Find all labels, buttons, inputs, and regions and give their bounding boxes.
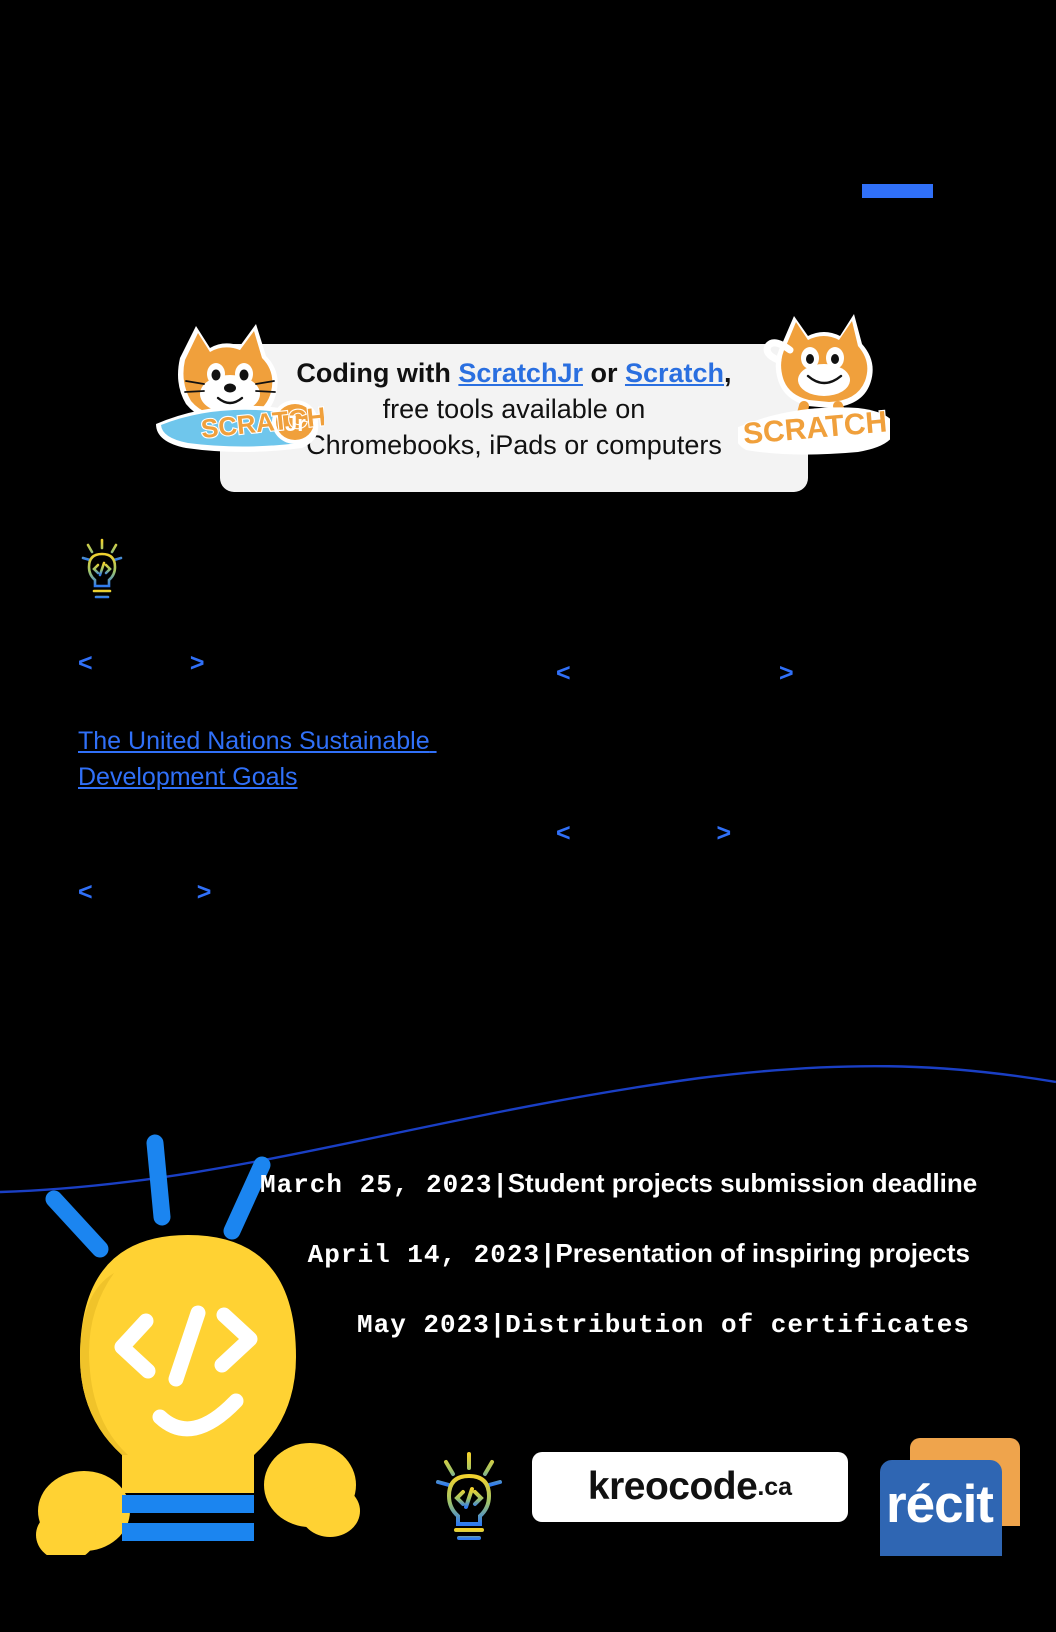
mascot-face bbox=[114, 1305, 258, 1437]
mascot-base bbox=[122, 1495, 254, 1541]
recit-wordmark: récit bbox=[886, 1475, 994, 1534]
date-row: March 25, 2023|Student projects submissi… bbox=[260, 1168, 977, 1200]
date-what: Distribution of certificates bbox=[505, 1310, 970, 1340]
date-row: April 14, 2023|Presentation of inspiring… bbox=[260, 1238, 970, 1270]
recit-blue-shape bbox=[880, 1460, 1002, 1556]
link-scratchjr[interactable]: ScratchJr bbox=[458, 358, 583, 388]
kreocode-logo[interactable]: kreocode.ca bbox=[532, 1452, 848, 1522]
body-paragraph-d: < > bbox=[556, 819, 732, 847]
scratch-sticker: SCRATCH bbox=[738, 306, 890, 458]
card-line1-tail: , bbox=[724, 358, 732, 388]
date-separator: | bbox=[496, 1168, 504, 1198]
svg-text:Jr: Jr bbox=[285, 411, 306, 436]
date-when: March 25, 2023 bbox=[260, 1170, 493, 1200]
scratch-info-card-text: Coding with ScratchJr or Scratch, free t… bbox=[232, 355, 796, 463]
body-paragraph-b: < > bbox=[556, 659, 794, 687]
scratch-info-card bbox=[220, 344, 808, 492]
body-paragraph-a: < > bbox=[78, 649, 205, 677]
link-scratch[interactable]: Scratch bbox=[624, 358, 725, 388]
link-un-sdg[interactable]: The United Nations Sustainable Developme… bbox=[78, 727, 437, 791]
card-line2: free tools available on bbox=[382, 394, 646, 424]
scratchjr-cat-icon: SCRATCH Jr bbox=[156, 324, 324, 452]
kreocode-wordmark: kreocode bbox=[587, 1465, 758, 1508]
date-separator: | bbox=[493, 1308, 502, 1338]
card-line1-between: or bbox=[582, 358, 625, 388]
wave-divider bbox=[0, 1064, 1056, 1194]
dates-list: March 25, 2023|Student projects submissi… bbox=[260, 1168, 977, 1378]
kreocode-tld: .ca bbox=[757, 1472, 793, 1501]
body-paragraph-e: < > bbox=[78, 878, 212, 906]
date-row: May 2023|Distribution of certificates bbox=[260, 1308, 970, 1340]
scratch-cat-icon: SCRATCH bbox=[738, 314, 890, 455]
date-what: Presentation of inspiring projects bbox=[555, 1238, 970, 1268]
card-line1-lead: Coding with bbox=[296, 358, 459, 388]
date-when: May 2023 bbox=[357, 1310, 490, 1340]
date-when: April 14, 2023 bbox=[307, 1240, 541, 1270]
lightbulb-code-icon-footer bbox=[432, 1448, 506, 1544]
mascot-rays bbox=[45, 1134, 271, 1258]
card-line3: Chromebooks, iPads or computers bbox=[306, 430, 722, 460]
mascot-arms bbox=[36, 1443, 360, 1561]
date-what: Student projects submission deadline bbox=[507, 1168, 978, 1198]
body-paragraph-c: The United Nations Sustainable Developme… bbox=[78, 723, 498, 795]
scratchjr-sticker: SCRATCH Jr bbox=[152, 312, 324, 452]
date-separator: | bbox=[544, 1238, 552, 1268]
top-accent-bar bbox=[862, 184, 933, 198]
lightbulb-code-icon bbox=[78, 534, 126, 602]
lightbulb-mascot bbox=[10, 1125, 370, 1561]
recit-logo[interactable]: récit bbox=[880, 1438, 1056, 1556]
